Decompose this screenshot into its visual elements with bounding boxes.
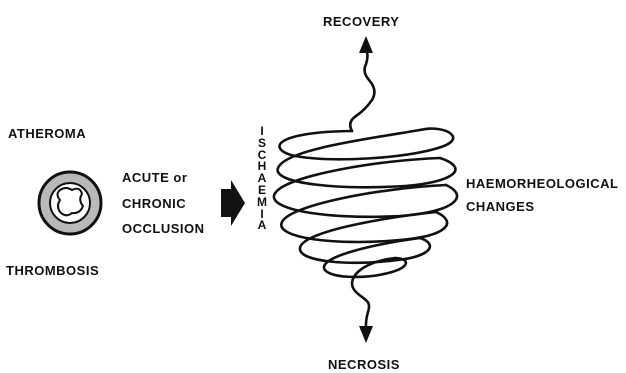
occlusion-line-1: ACUTE or (122, 169, 187, 186)
occlusion-line-2: CHRONIC (122, 195, 186, 212)
haemorheological-line-1: HAEMORHEOLOGICAL (466, 175, 618, 192)
vessel-cross-section-icon (39, 172, 101, 234)
spiral-icon (274, 47, 457, 332)
right-block-arrow-icon (221, 180, 245, 226)
atheroma-label: ATHEROMA (8, 125, 86, 142)
necrosis-arrowhead-icon (359, 326, 373, 343)
necrosis-label: NECROSIS (328, 356, 400, 373)
occlusion-line-3: OCCLUSION (122, 220, 205, 237)
recovery-arrowhead-icon (359, 36, 373, 53)
haemorheological-line-2: CHANGES (466, 198, 535, 215)
ischaemia-letter: A (255, 220, 269, 232)
thrombosis-label: THROMBOSIS (6, 262, 99, 279)
recovery-label: RECOVERY (323, 13, 399, 30)
